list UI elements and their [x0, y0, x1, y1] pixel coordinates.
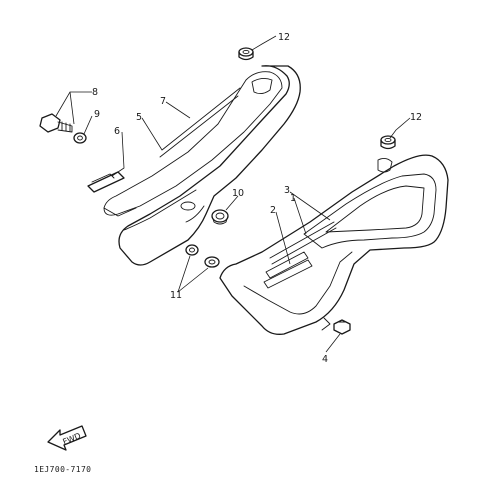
callout-6: 6 [114, 126, 120, 137]
callout-9: 9 [94, 109, 100, 120]
decal-6 [87, 171, 125, 193]
callout-5: 5 [136, 112, 142, 123]
callout-7: 7 [160, 96, 166, 107]
grommet-12-upper [238, 47, 254, 61]
callout-4: 4 [322, 354, 328, 365]
forward-arrow: FWD [47, 425, 87, 451]
grommet-12-lower [380, 135, 396, 150]
grommet-11-a [185, 244, 199, 256]
right-side-cover [219, 154, 449, 335]
bolt-8 [39, 113, 73, 133]
callout-12-upper: 12 [278, 32, 290, 43]
callout-8: 8 [92, 87, 98, 98]
washer-9 [73, 132, 87, 144]
leader-lines [55, 35, 411, 353]
callout-12-lower: 12 [410, 112, 422, 123]
left-side-cover [103, 65, 301, 266]
callout-2: 2 [270, 205, 276, 216]
callout-3: 3 [284, 185, 290, 196]
grommet-10 [211, 209, 229, 225]
grommet-11-b [204, 256, 220, 268]
callout-1: 1 [290, 193, 296, 204]
part-code: 1EJ700-7170 [34, 465, 91, 474]
callout-11: 11 [170, 290, 182, 301]
callout-10: 10 [232, 188, 244, 199]
bolt-4 [333, 319, 351, 335]
